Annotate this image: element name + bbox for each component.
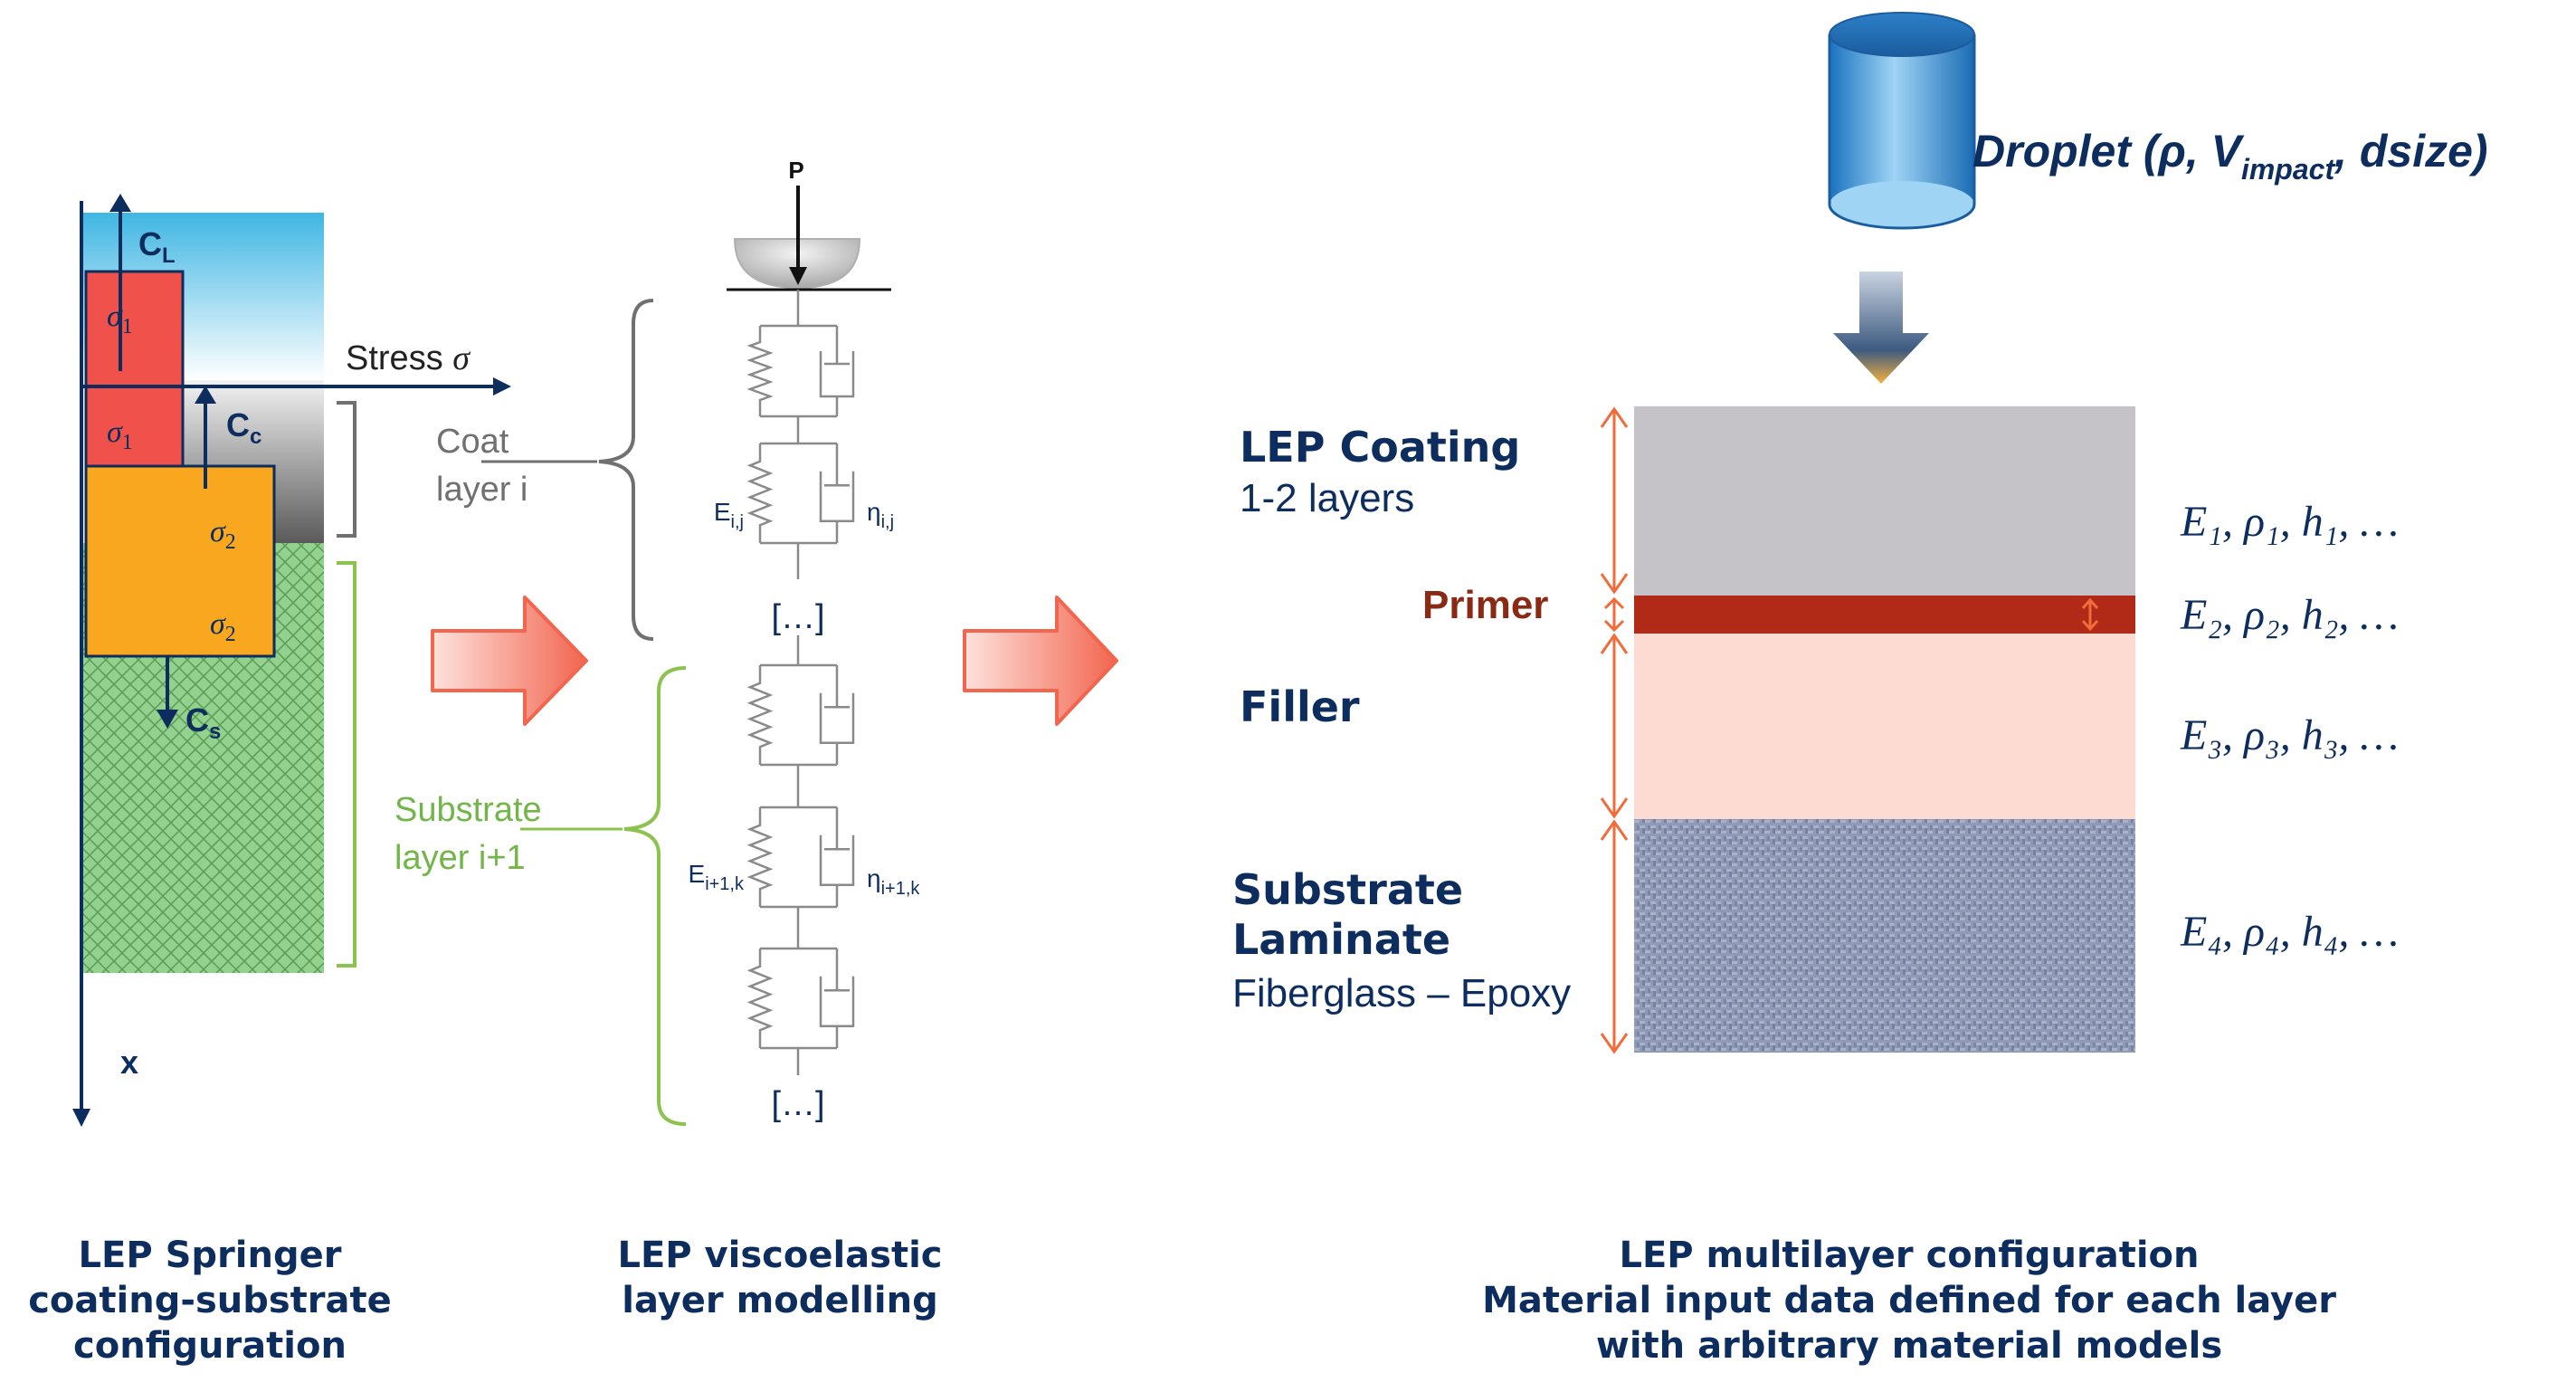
layer-filler [1634,634,2135,819]
springer-caption-line2: coating-substrate [28,1280,392,1321]
load-label: P [788,157,803,184]
droplet-cylinder-body [1830,34,1974,205]
sigma1-lower-label: σ1 [107,415,133,454]
x-axis-arrowhead [72,1109,90,1127]
primer-title: Primer [1422,583,1548,627]
substrate-detail: Fiberglass – Epoxy [1232,971,1571,1015]
stress-axis-arrowhead [493,377,511,396]
spring-icon-4 [746,807,774,907]
multilayer-panel: Droplet (ρ, Vimpact, dsize) LEP [1232,12,2488,1367]
spring-icon-2 [746,443,774,543]
coat-label-line1: Coat [436,423,509,461]
spring-icon-3 [746,665,774,765]
viscoelastic-caption-line2: layer modelling [622,1280,938,1321]
lep-coating-title: LEP Coating [1240,423,1520,472]
flow-arrow-1 [431,596,588,726]
sigma2-upper-label: σ2 [210,515,236,554]
coating-stress-block [84,270,185,468]
e-lower-label: Ei+1,k [689,860,745,894]
layer-substrate [1634,819,2135,1053]
droplet-cylinder-bottom [1830,181,1974,228]
layer-primer [1634,596,2135,634]
cs-arrowhead [157,710,178,729]
sigma1-upper-label: σ1 [107,300,133,338]
droplet-cylinder-top [1829,12,1975,57]
props-layer-2: E₂, ρ₂, h₂, … [2180,591,2399,639]
cc-arrowhead [195,386,216,404]
multilayer-caption-line2: Material input data defined for each lay… [1482,1280,2336,1321]
upper-ellipsis: […] [771,598,824,636]
lower-ellipsis: […] [771,1085,824,1123]
props-layer-3: E₃, ρ₃, h₃, … [2180,711,2399,759]
spring-icon-5 [746,949,774,1048]
stress-axis-label: Stress σ [346,339,471,377]
droplet-cylinder-outline [1828,34,1976,230]
springer-caption-line1: LEP Springer [79,1235,342,1276]
substrate-label-line1: Substrate [394,791,542,829]
multilayer-caption-line1: LEP multilayer configuration [1619,1235,2199,1276]
coat-bracket [337,401,356,538]
props-layer-4: E₄, ρ₄, h₄, … [2180,908,2399,956]
cl-arrowhead [109,194,131,212]
flow-arrow-2 [963,596,1118,726]
substrate-title: Substrate [1232,865,1463,914]
thickness-dimension-arrows [1600,406,2099,1054]
viscoelastic-panel: P Ei,j ηi,j Ei+1,k ηi+1,k […] […] LEP vi… [481,157,943,1321]
e-upper-label: Ei,j [714,498,744,532]
eta-upper-label: ηi,j [867,498,894,532]
viscoelastic-caption-line1: LEP viscoelastic [617,1235,942,1276]
lower-layer-brace [623,666,687,1126]
cs-label: Cs [185,701,221,744]
layer-lep-coating [1634,406,2135,596]
upper-layer-brace [598,299,654,641]
springer-panel: CL Cc Cs σ1 σ1 σ2 σ2 Stress σ x Coat lay… [28,194,542,1367]
cl-label: CL [138,225,176,268]
substrate-stress-block [84,464,276,658]
impact-arrow [1833,272,1929,384]
laminate-title: Laminate [1232,915,1450,964]
spring-icon-1 [746,326,774,416]
substrate-label-line2: layer i+1 [394,839,526,877]
springer-caption-line3: configuration [73,1325,347,1367]
multilayer-caption-line3: with arbitrary material models [1596,1325,2222,1367]
substrate-bracket [337,561,356,968]
cc-label: Cc [226,406,261,449]
x-axis-label: x [120,1044,138,1081]
load-arrowhead [789,267,807,285]
eta-lower-label: ηi+1,k [867,864,920,899]
coat-label-line2: layer i [436,471,528,509]
lep-coating-detail: 1-2 layers [1240,476,1414,520]
props-layer-1: E₁, ρ₁, h₁, … [2180,498,2399,546]
sigma2-lower-label: σ2 [210,607,236,646]
droplet-label: Droplet (ρ, Vimpact, dsize) [1972,126,2488,186]
viscoelastic-units [746,290,855,1075]
filler-title: Filler [1240,682,1360,731]
